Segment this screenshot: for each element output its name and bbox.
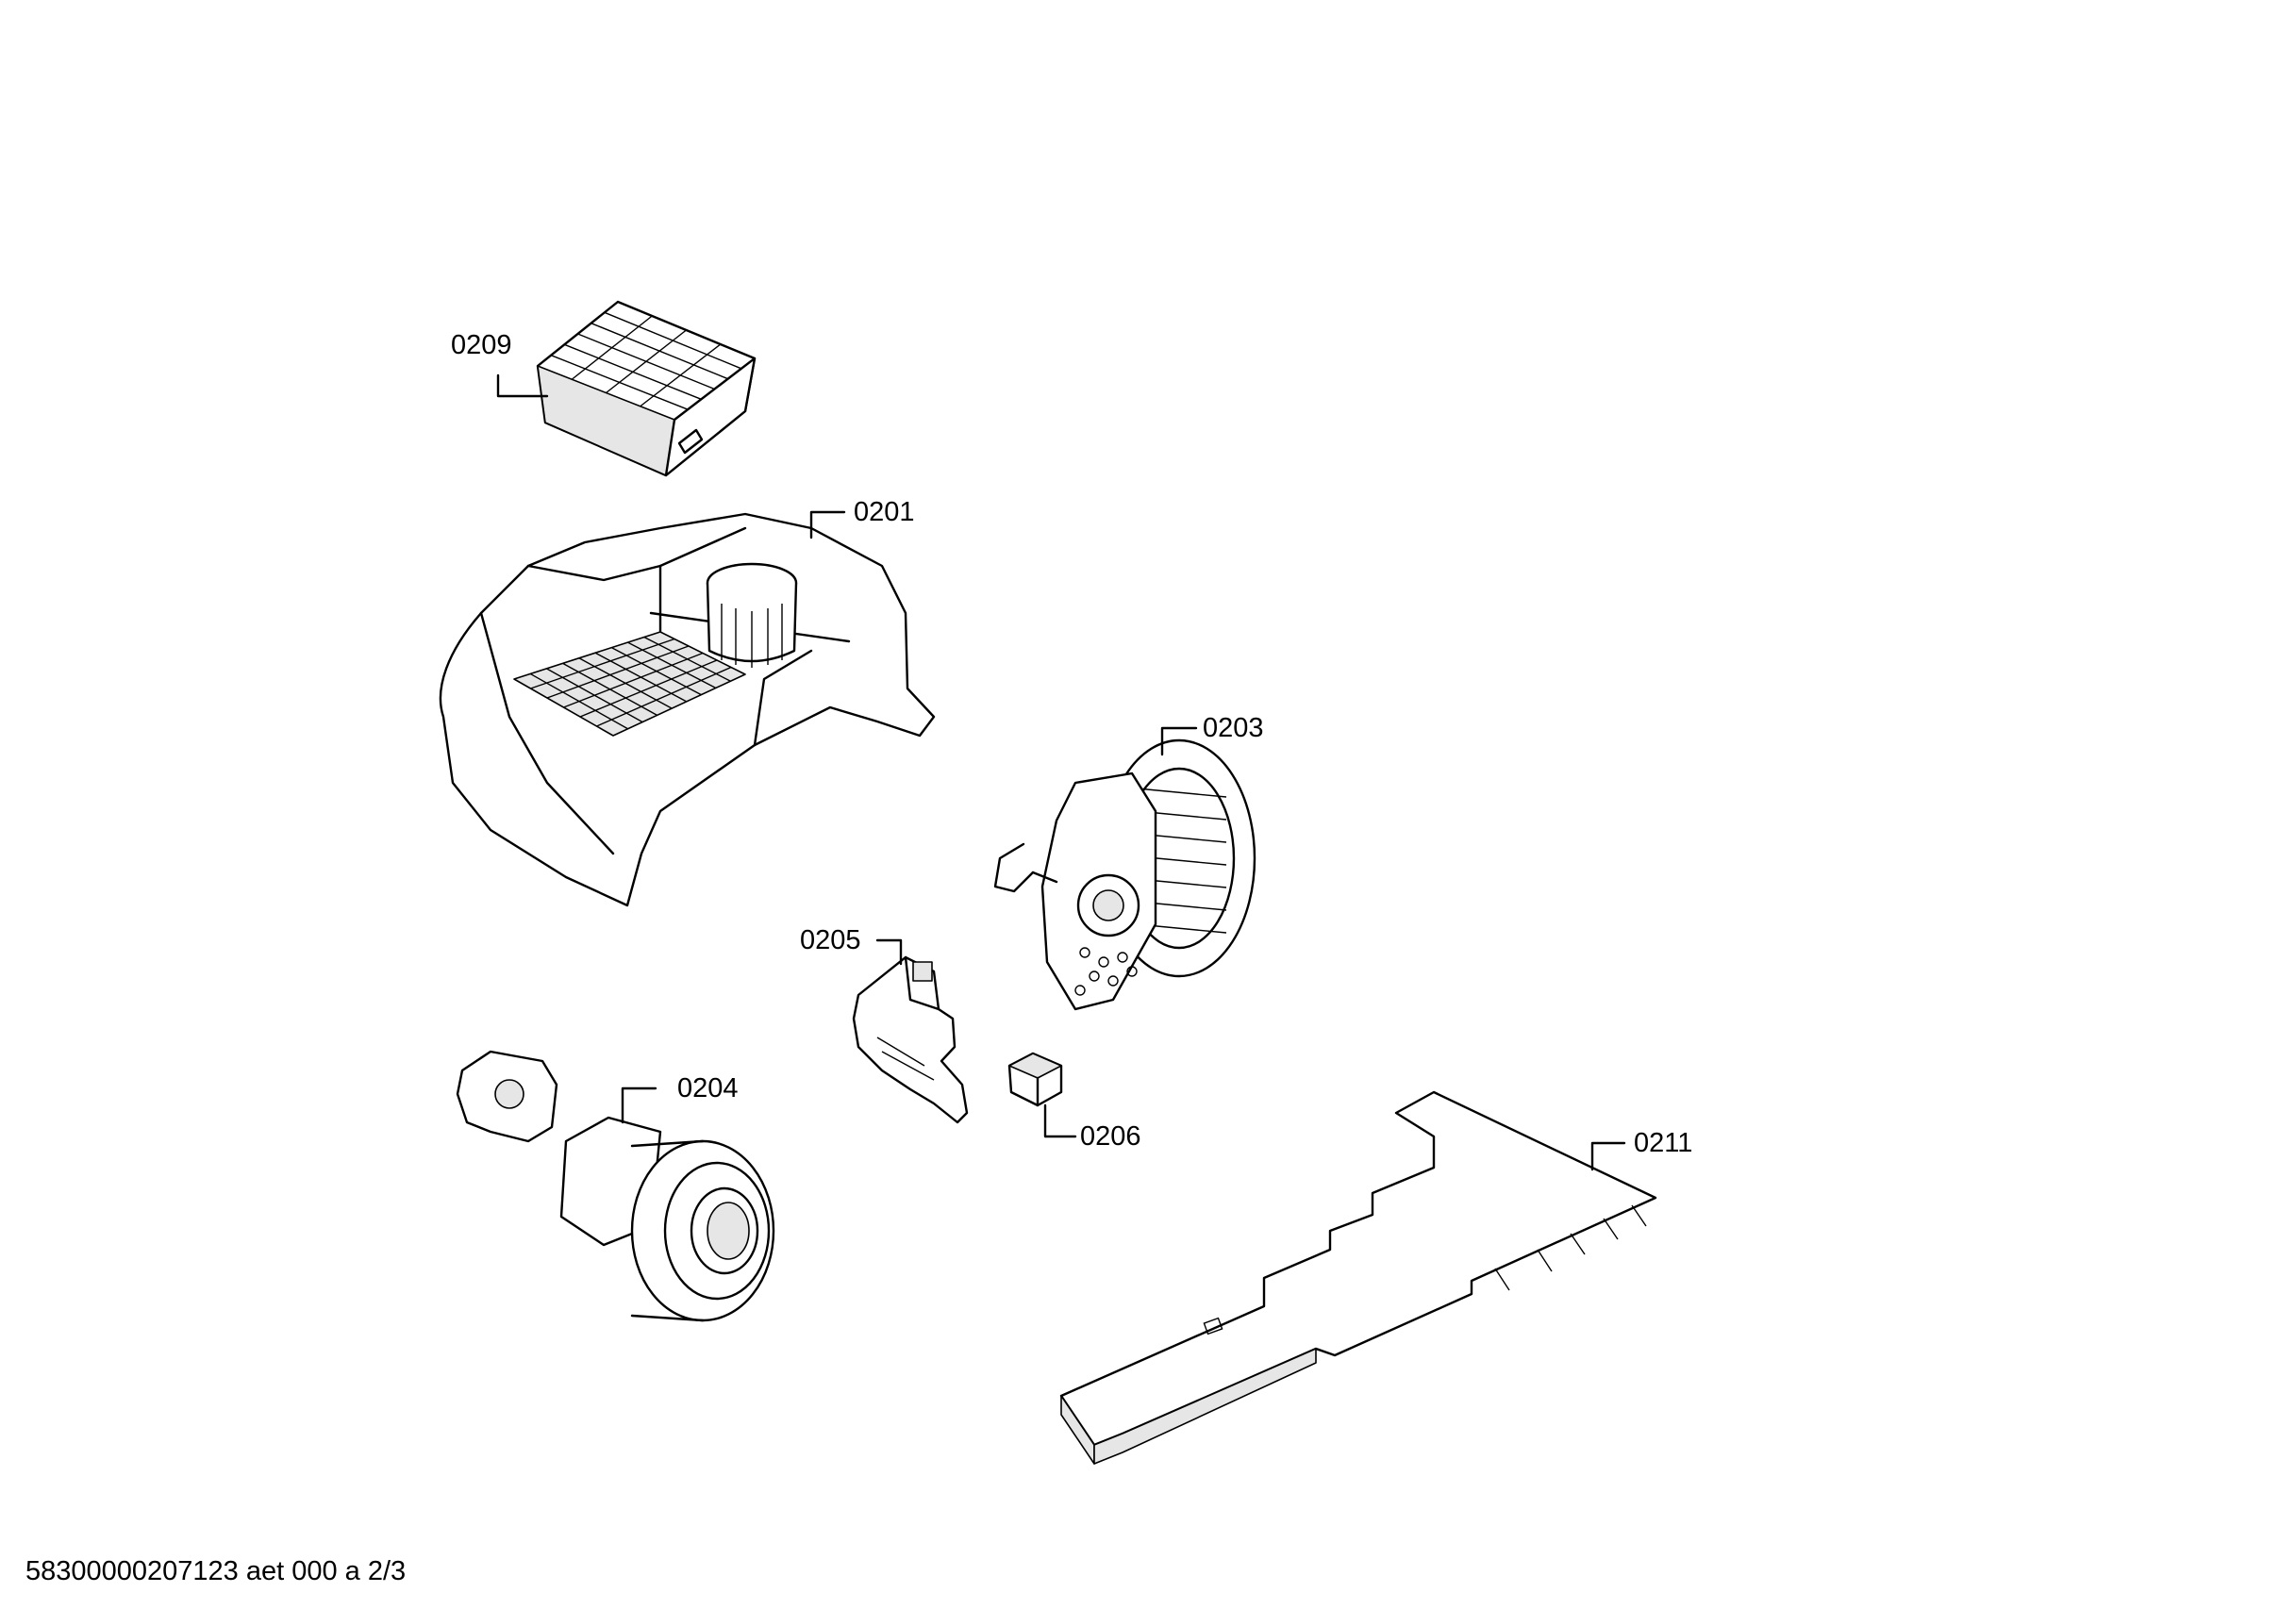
leader-0211 bbox=[1590, 1141, 1626, 1171]
drawing-stroke bbox=[530, 638, 675, 689]
part-0209-filter bbox=[536, 300, 757, 477]
drawing-hole bbox=[1098, 956, 1109, 968]
part-0201-housing bbox=[439, 512, 936, 907]
leader-0205 bbox=[875, 938, 903, 966]
drawing-hole bbox=[1089, 970, 1100, 982]
part-label-0206: 0206 bbox=[1080, 1121, 1141, 1152]
drawing-hole bbox=[1107, 975, 1119, 987]
part-0205-bracket bbox=[852, 955, 969, 1124]
drawing-stroke bbox=[563, 652, 704, 708]
part-label-0203: 0203 bbox=[1203, 713, 1264, 743]
part-0211-plate bbox=[1059, 1090, 1657, 1465]
part-label-0211: 0211 bbox=[1634, 1128, 1693, 1158]
leader-0201 bbox=[809, 510, 846, 539]
drawing-hole bbox=[1074, 985, 1086, 996]
drawing-stroke bbox=[640, 343, 722, 407]
leader-0206 bbox=[1043, 1103, 1077, 1138]
drawing-stroke bbox=[579, 659, 718, 718]
drawing-stroke bbox=[606, 329, 687, 394]
leader-0203 bbox=[1160, 726, 1198, 756]
drawing-stroke bbox=[546, 645, 690, 699]
part-0206-connector bbox=[1007, 1052, 1063, 1107]
drawing-stroke bbox=[596, 666, 732, 727]
part-0204-motor bbox=[456, 1050, 775, 1322]
drawing-reference-footer: 58300000207123 aet 000 a 2/3 bbox=[25, 1556, 407, 1586]
drawing-hole bbox=[1126, 966, 1138, 977]
part-label-0201: 0201 bbox=[854, 497, 915, 527]
drawing-hole bbox=[1079, 947, 1090, 958]
part-0203-cable-reel bbox=[993, 738, 1256, 1011]
leader-0209 bbox=[496, 373, 549, 398]
drawing-stroke bbox=[571, 315, 653, 380]
part-label-0204: 0204 bbox=[677, 1073, 739, 1103]
drawing-hole bbox=[1117, 952, 1128, 963]
part-label-0205: 0205 bbox=[800, 925, 861, 955]
drawing-stroke bbox=[1126, 787, 1227, 798]
part-label-0209: 0209 bbox=[451, 330, 512, 360]
leader-0204 bbox=[621, 1086, 657, 1124]
